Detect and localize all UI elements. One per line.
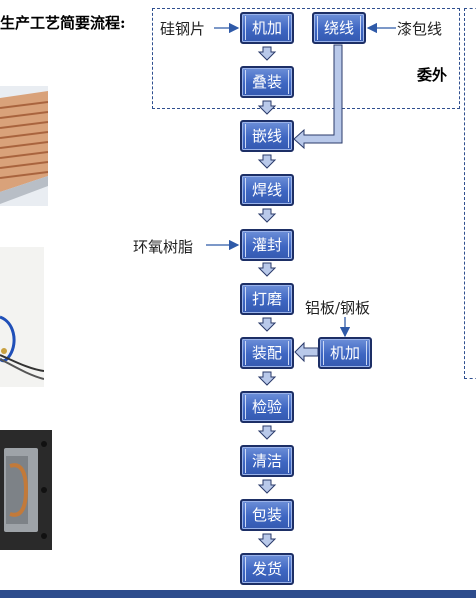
node-diezhuang: 叠装: [240, 66, 294, 98]
down-arrow-2: [257, 100, 277, 115]
right-dashed-box: [464, 8, 476, 379]
input-silicon-steel: 硅钢片: [160, 20, 206, 38]
product-photo-2: [0, 247, 44, 387]
node-jijia: 机加: [240, 12, 294, 44]
node-jianyan: 检验: [240, 391, 294, 423]
product-photo-1: [0, 86, 48, 206]
node-guanfeng: 灌封: [240, 229, 294, 261]
node-jijia-side: 机加: [318, 337, 372, 369]
down-arrow-7: [257, 371, 277, 386]
page-title: 生产工艺简要流程:: [0, 14, 126, 32]
bottom-bar: [0, 590, 476, 598]
node-damo: 打磨: [240, 283, 294, 315]
outsourced-label: 委外: [417, 66, 448, 84]
node-baozhuang: 包装: [240, 499, 294, 531]
elbow-arrow-raoxian-to-qianxian: [293, 44, 343, 150]
down-arrow-10: [257, 533, 277, 548]
down-arrow-3: [257, 154, 277, 169]
down-arrow-1: [257, 46, 277, 61]
node-zhuangpei: 装配: [240, 337, 294, 369]
node-qianxian: 嵌线: [240, 120, 294, 152]
left-arrow-jijia2-to-zhuangpei: [294, 341, 319, 363]
input-enamel-wire: 漆包线: [397, 20, 443, 38]
input-al-steel-plate: 铝板/钢板: [305, 299, 371, 317]
node-hanxian: 焊线: [240, 174, 294, 206]
node-raoxian: 绕线: [312, 12, 366, 44]
down-arrow-6: [257, 317, 277, 332]
input-epoxy: 环氧树脂: [133, 238, 194, 256]
down-arrow-9: [257, 479, 277, 494]
node-fahuo: 发货: [240, 553, 294, 585]
down-arrow-5: [257, 262, 277, 277]
down-arrow-4: [257, 208, 277, 223]
product-photo-3: [0, 430, 52, 550]
node-qingjie: 清洁: [240, 445, 294, 477]
outsource-dashed-box: [152, 8, 460, 109]
down-arrow-8: [257, 425, 277, 440]
